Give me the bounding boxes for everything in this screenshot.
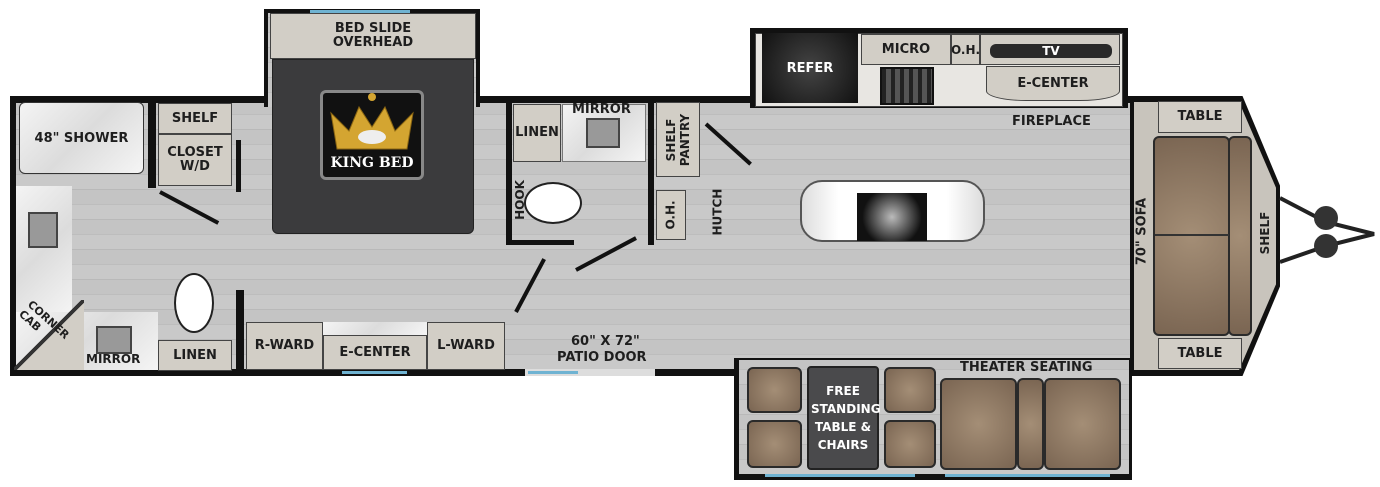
e-center-bed: E-CENTER: [323, 335, 427, 370]
sink: [96, 326, 132, 354]
wall: [506, 100, 512, 245]
window: [342, 371, 407, 374]
sofa-cushion-divider: [1155, 234, 1229, 236]
king-bed-badge: KING BED: [320, 90, 424, 180]
shelf-rear: SHELF: [158, 103, 232, 134]
theater-seat-right: [1044, 378, 1121, 470]
linen-rear: LINEN: [158, 340, 232, 371]
window: [945, 474, 1110, 477]
hutch-label: HUTCH: [710, 188, 725, 236]
vanity: [16, 186, 72, 316]
chair: [747, 367, 802, 413]
wall: [236, 290, 244, 370]
free-standing-table: FREE STANDING TABLE & CHAIRS: [807, 366, 881, 470]
patio-door[interactable]: [525, 369, 655, 376]
e-center-living: E-CENTER: [986, 66, 1120, 101]
shelf-pantry: SHELF PANTRY: [656, 102, 700, 177]
window: [765, 474, 915, 477]
oh-kitchen: O.H.: [951, 34, 980, 65]
wall: [648, 100, 654, 245]
chair: [884, 420, 936, 468]
r-ward: R-WARD: [246, 322, 323, 370]
chair: [747, 420, 802, 468]
e-center-top: [323, 322, 427, 335]
corner-cab: [14, 300, 84, 370]
crown-icon: [330, 93, 414, 150]
king-bed-label: KING BED: [330, 155, 414, 171]
hitch-icon: [1279, 196, 1375, 264]
theater-console: [1017, 378, 1044, 470]
mirror-rear-label: MIRROR: [86, 352, 141, 366]
l-ward: L-WARD: [427, 322, 505, 370]
shelf-front-label: SHELF: [1258, 211, 1272, 255]
theater-seat-left: [940, 378, 1017, 470]
window: [310, 10, 410, 13]
island-sink: [857, 193, 927, 241]
wall: [236, 140, 241, 192]
closet-wd: CLOSET W/D: [158, 134, 232, 186]
stove: [880, 67, 934, 105]
sink: [586, 118, 620, 148]
shower: 48" SHOWER: [19, 102, 144, 174]
table-top: TABLE: [1158, 101, 1242, 133]
window: [528, 371, 578, 374]
mirror-mid-label: MIRROR: [572, 102, 631, 117]
bed-slide-overhead: BED SLIDE OVERHEAD: [270, 13, 476, 59]
chair: [884, 367, 936, 413]
wall: [148, 100, 156, 188]
micro: MICRO: [861, 34, 951, 65]
refer: REFER: [762, 33, 858, 103]
patio-door-size: 60" X 72": [571, 334, 640, 349]
sofa: [1153, 136, 1230, 336]
toilet: [174, 273, 214, 333]
sink: [28, 212, 58, 248]
oh-mid: O.H.: [656, 190, 686, 240]
tv: TV: [990, 44, 1112, 58]
sofa-label: 70" SOFA: [1134, 197, 1150, 266]
table-bottom: TABLE: [1158, 338, 1242, 369]
sofa-back: [1228, 136, 1252, 336]
wall: [512, 240, 574, 245]
theater-seating-label: THEATER SEATING: [960, 360, 1093, 375]
fireplace-label: FIREPLACE: [1012, 114, 1091, 129]
linen-mid: LINEN: [513, 104, 561, 162]
patio-door-label: PATIO DOOR: [557, 350, 647, 365]
toilet: [524, 182, 582, 224]
